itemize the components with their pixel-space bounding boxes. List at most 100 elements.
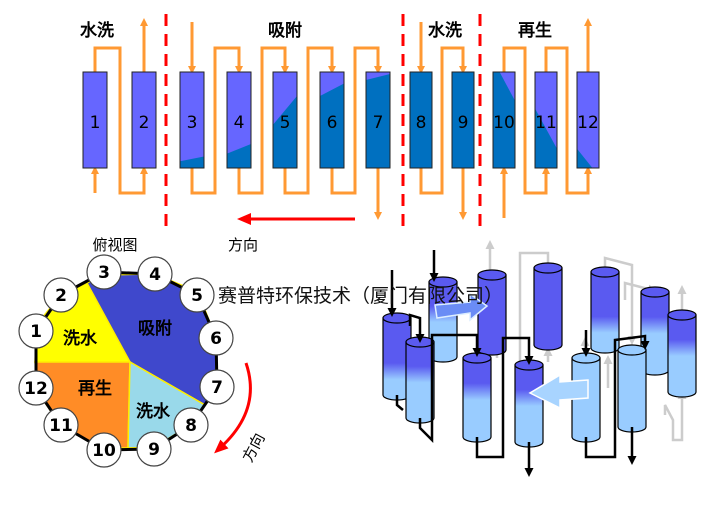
node-number: 11 <box>49 416 73 436</box>
inactive-pipe <box>623 281 657 300</box>
node-5: 5 <box>179 277 215 313</box>
cylinder-body <box>514 365 544 448</box>
cylinder-top <box>590 266 620 278</box>
cylinder-top <box>667 309 697 321</box>
column-outline <box>179 71 205 169</box>
cylinder <box>667 309 697 398</box>
stage-label: 吸附 <box>268 20 302 41</box>
cylinder-top <box>617 344 647 356</box>
cylinder-top <box>571 352 601 364</box>
column-saturated-zone <box>180 156 204 168</box>
column-outline <box>534 71 558 169</box>
inactive-pipe <box>518 251 553 362</box>
node-number: 7 <box>211 378 223 398</box>
cylinder-body <box>571 358 601 443</box>
column-number: 5 <box>280 113 291 133</box>
column-number: 7 <box>373 113 384 133</box>
column-body <box>132 72 156 168</box>
flow-pipe <box>418 333 482 444</box>
node-12: 12 <box>18 370 54 406</box>
direction-label: 方向 <box>228 236 258 254</box>
node-circle <box>137 256 173 292</box>
cylinder <box>590 266 620 354</box>
rotation-arrow-lower <box>528 373 589 410</box>
column-number: 4 <box>234 113 245 133</box>
cylinder <box>514 359 544 448</box>
column-outline <box>319 71 345 169</box>
stage-label: 水洗 <box>80 20 114 41</box>
column-outline <box>365 71 391 169</box>
cylinder <box>477 269 507 356</box>
column-11: 11 <box>534 71 558 169</box>
node-circle <box>86 254 122 290</box>
pipe <box>502 46 550 195</box>
column-number: 11 <box>535 113 557 133</box>
cylinder-body <box>533 268 563 351</box>
column-outline <box>451 71 475 169</box>
pipe <box>419 46 467 195</box>
sector-label: 洗水 <box>136 401 171 422</box>
column-saturated-zone <box>227 144 251 168</box>
column-number: 8 <box>416 113 427 133</box>
pipe <box>93 46 148 195</box>
node-10: 10 <box>86 432 122 468</box>
cylinder-top <box>477 269 507 281</box>
rotation-arrow-upper <box>434 292 489 322</box>
column-saturated-zone <box>577 148 593 168</box>
column-body <box>180 72 204 168</box>
node-number: 3 <box>98 263 110 283</box>
column-outline <box>409 71 433 169</box>
cylinder-top <box>462 352 492 364</box>
node-circle <box>198 320 234 356</box>
pipe <box>283 46 336 195</box>
column-saturated-zone <box>366 74 390 168</box>
rotation-label: 方向 <box>239 430 269 465</box>
pipe <box>190 46 243 195</box>
column-8: 8 <box>409 71 433 169</box>
cylinder-body <box>462 358 492 443</box>
column-5: 5 <box>272 71 298 169</box>
node-number: 6 <box>210 329 222 349</box>
column-outline <box>272 71 298 169</box>
column-saturated-zone <box>452 72 474 168</box>
node-circle <box>136 431 172 467</box>
node-circle <box>86 432 122 468</box>
column-number: 9 <box>458 113 469 133</box>
cylinder-top <box>382 312 412 324</box>
pipe <box>544 46 592 195</box>
column-outline <box>226 71 252 169</box>
column-7: 7 <box>365 71 391 169</box>
column-outline <box>576 71 600 169</box>
column-outline <box>82 71 108 169</box>
node-2: 2 <box>43 277 79 313</box>
node-4: 4 <box>137 256 173 292</box>
sector-label: 吸附 <box>138 318 172 339</box>
node-circle <box>18 313 54 349</box>
node-circle <box>18 370 54 406</box>
column-9: 9 <box>451 71 475 169</box>
node-number: 5 <box>191 286 203 306</box>
column-body <box>577 72 599 168</box>
stage-label: 水洗 <box>428 20 462 41</box>
column-outline <box>492 71 516 169</box>
column-number: 12 <box>577 113 599 133</box>
column-saturated-zone <box>535 108 557 168</box>
node-9: 9 <box>136 431 172 467</box>
cylinder <box>533 262 563 351</box>
cylinder-top <box>405 336 435 348</box>
cylinder <box>405 336 435 424</box>
node-7: 7 <box>199 369 235 405</box>
node-6: 6 <box>198 320 234 356</box>
column-saturated-zone <box>320 83 344 168</box>
cylinder-top <box>640 286 670 298</box>
cylinder-top <box>533 262 563 274</box>
flow-pipe <box>584 334 650 459</box>
node-number: 2 <box>55 286 67 306</box>
pipe <box>237 46 289 195</box>
cylinder <box>462 352 492 443</box>
column-saturated-zone <box>493 72 515 168</box>
column-3: 3 <box>179 71 205 169</box>
node-circle <box>179 277 215 313</box>
node-3: 3 <box>86 254 122 290</box>
